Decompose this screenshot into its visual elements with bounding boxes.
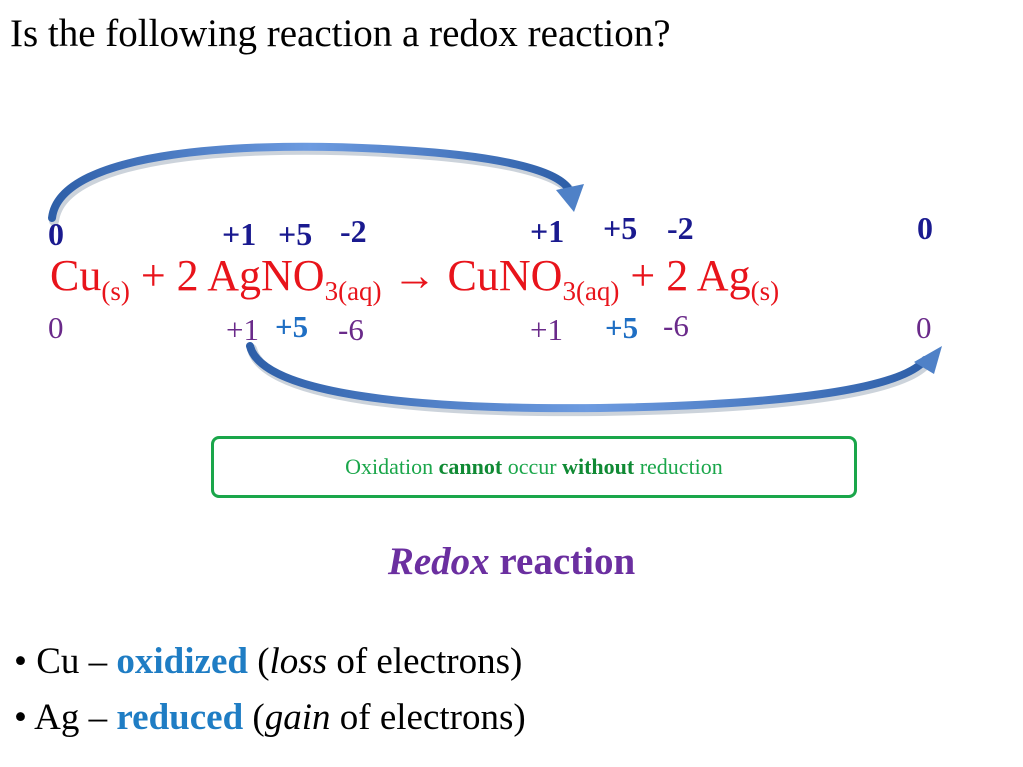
ox-bot-o-agno3: -6 <box>338 312 364 347</box>
ox-bot-cu-cuno3: +1 <box>530 312 563 347</box>
ox-bot-o-cuno3: -6 <box>663 308 689 343</box>
bullet-cu: • Cu – oxidized (loss of electrons) <box>14 641 523 682</box>
ox-bot-n-agno3: +5 <box>275 309 309 344</box>
ox-top-ag-agno3: +1 <box>222 216 257 252</box>
ox-top-cu-cuno3: +1 <box>530 213 565 249</box>
chemical-equation: Cu(s) + 2 AgNO3(aq) → CuNO3(aq) + 2 Ag(s… <box>50 254 779 305</box>
eq-cu: Cu <box>50 251 102 300</box>
ox-top-cu: 0 <box>48 216 64 252</box>
note-box: Oxidation cannot occur without reduction <box>211 436 857 498</box>
ox-top-o-cuno3: -2 <box>667 210 694 246</box>
ox-bot-n-cuno3: +5 <box>605 310 639 345</box>
keyword-oxidized: oxidized <box>116 641 248 682</box>
note-text: Oxidation cannot occur without reduction <box>345 454 723 479</box>
eq-arrow-cuno3: → CuNO <box>381 251 563 300</box>
result-italic: Redox <box>387 540 490 583</box>
ox-top-n-cuno3: +5 <box>603 210 638 246</box>
result-heading: Redox reaction <box>0 542 1023 581</box>
ox-bot-ag-agno3: +1 <box>226 312 259 347</box>
eq-agno3-sub: 3(aq) <box>324 276 382 306</box>
ox-top-o-agno3: -2 <box>340 213 367 249</box>
keyword-reduced: reduced <box>116 697 244 738</box>
ox-bot-ag: 0 <box>916 310 932 345</box>
note-without: without <box>562 454 635 479</box>
eq-ag-state: (s) <box>750 276 780 306</box>
eq-plus-ag: + 2 Ag <box>619 251 751 300</box>
bullet-ag: • Ag – reduced (gain of electrons) <box>14 697 526 738</box>
slide-title: Is the following reaction a redox reacti… <box>10 12 671 55</box>
eq-cu-state: (s) <box>101 276 130 306</box>
result-rest: reaction <box>489 540 636 583</box>
eq-plus-agno3: + 2 AgNO <box>129 251 325 300</box>
ox-bot-cu: 0 <box>48 310 64 345</box>
note-cannot: cannot <box>438 454 503 479</box>
top-curved-arrow <box>48 142 584 226</box>
bottom-curved-arrow <box>246 342 942 417</box>
ox-top-ag: 0 <box>917 210 933 246</box>
eq-cuno3-sub: 3(aq) <box>562 276 620 306</box>
ox-top-n-agno3: +5 <box>278 216 313 252</box>
